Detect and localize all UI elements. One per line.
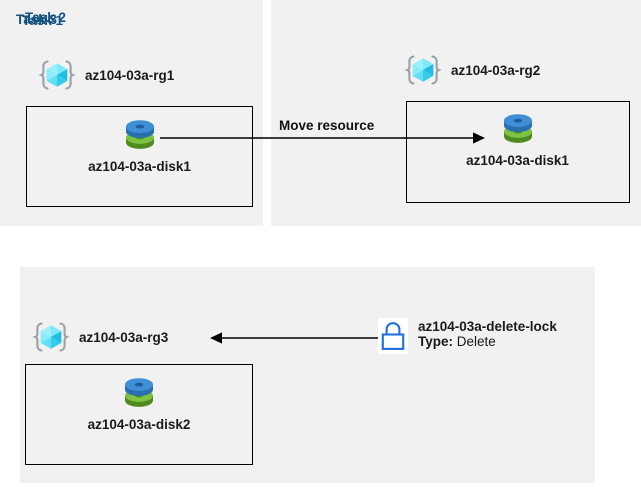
panel-task-3 (20, 267, 595, 483)
resource-az104-03a-disk1-task-1: az104-03a-disk1 (88, 116, 191, 174)
panel-title-task-1: Task 1 (22, 13, 64, 28)
resource-group-label: az104-03a-rg3 (79, 329, 169, 345)
lock-type-line: Type: Delete (418, 334, 557, 349)
resource-group-icon (404, 51, 442, 89)
panel-title-task-2: Task 2 (25, 10, 67, 25)
connector-move-resource (160, 132, 485, 144)
resource-container-task-1 (26, 106, 253, 207)
panel-task-2 (271, 0, 641, 226)
resource-label: az104-03a-disk1 (88, 159, 191, 174)
resource-az104-03a-disk2-task-3: az104-03a-disk2 (87, 374, 191, 432)
resource-group-az104-03a-rg2: az104-03a-rg2 (404, 51, 540, 89)
resource-group-az104-03a-rg3: az104-03a-rg3 (32, 318, 168, 356)
resource-label: az104-03a-disk2 (87, 417, 191, 432)
lock-name: az104-03a-delete-lock (418, 319, 557, 334)
resource-container-task-2 (406, 101, 630, 203)
managed-disk-icon (118, 374, 160, 414)
resource-container-task-3 (25, 364, 253, 465)
resource-group-az104-03a-rg1: az104-03a-rg1 (38, 56, 174, 94)
connector-lock-applies-to (210, 332, 378, 344)
resource-group-icon (32, 318, 70, 356)
lock-type-key: Type: (418, 334, 454, 349)
resource-group-label: az104-03a-rg1 (85, 67, 175, 83)
managed-disk-icon (119, 116, 161, 156)
resource-group-label: az104-03a-rg2 (451, 62, 541, 78)
panel-title-task-3: Task 3 (16, 12, 58, 27)
managed-disk-icon (497, 110, 539, 150)
resource-group-icon (38, 56, 76, 94)
lock-type-value: Delete (456, 334, 496, 349)
resource-lock-az104-03a-delete-lock: az104-03a-delete-lock Type: Delete (378, 318, 557, 354)
connector-label-move-resource: Move resource (279, 118, 375, 133)
panel-task-1 (0, 0, 263, 226)
resource-label: az104-03a-disk1 (466, 153, 569, 168)
resource-az104-03a-disk1-task-2: az104-03a-disk1 (466, 110, 569, 168)
lock-icon (378, 318, 408, 354)
lock-text-block: az104-03a-delete-lock Type: Delete (418, 319, 557, 349)
